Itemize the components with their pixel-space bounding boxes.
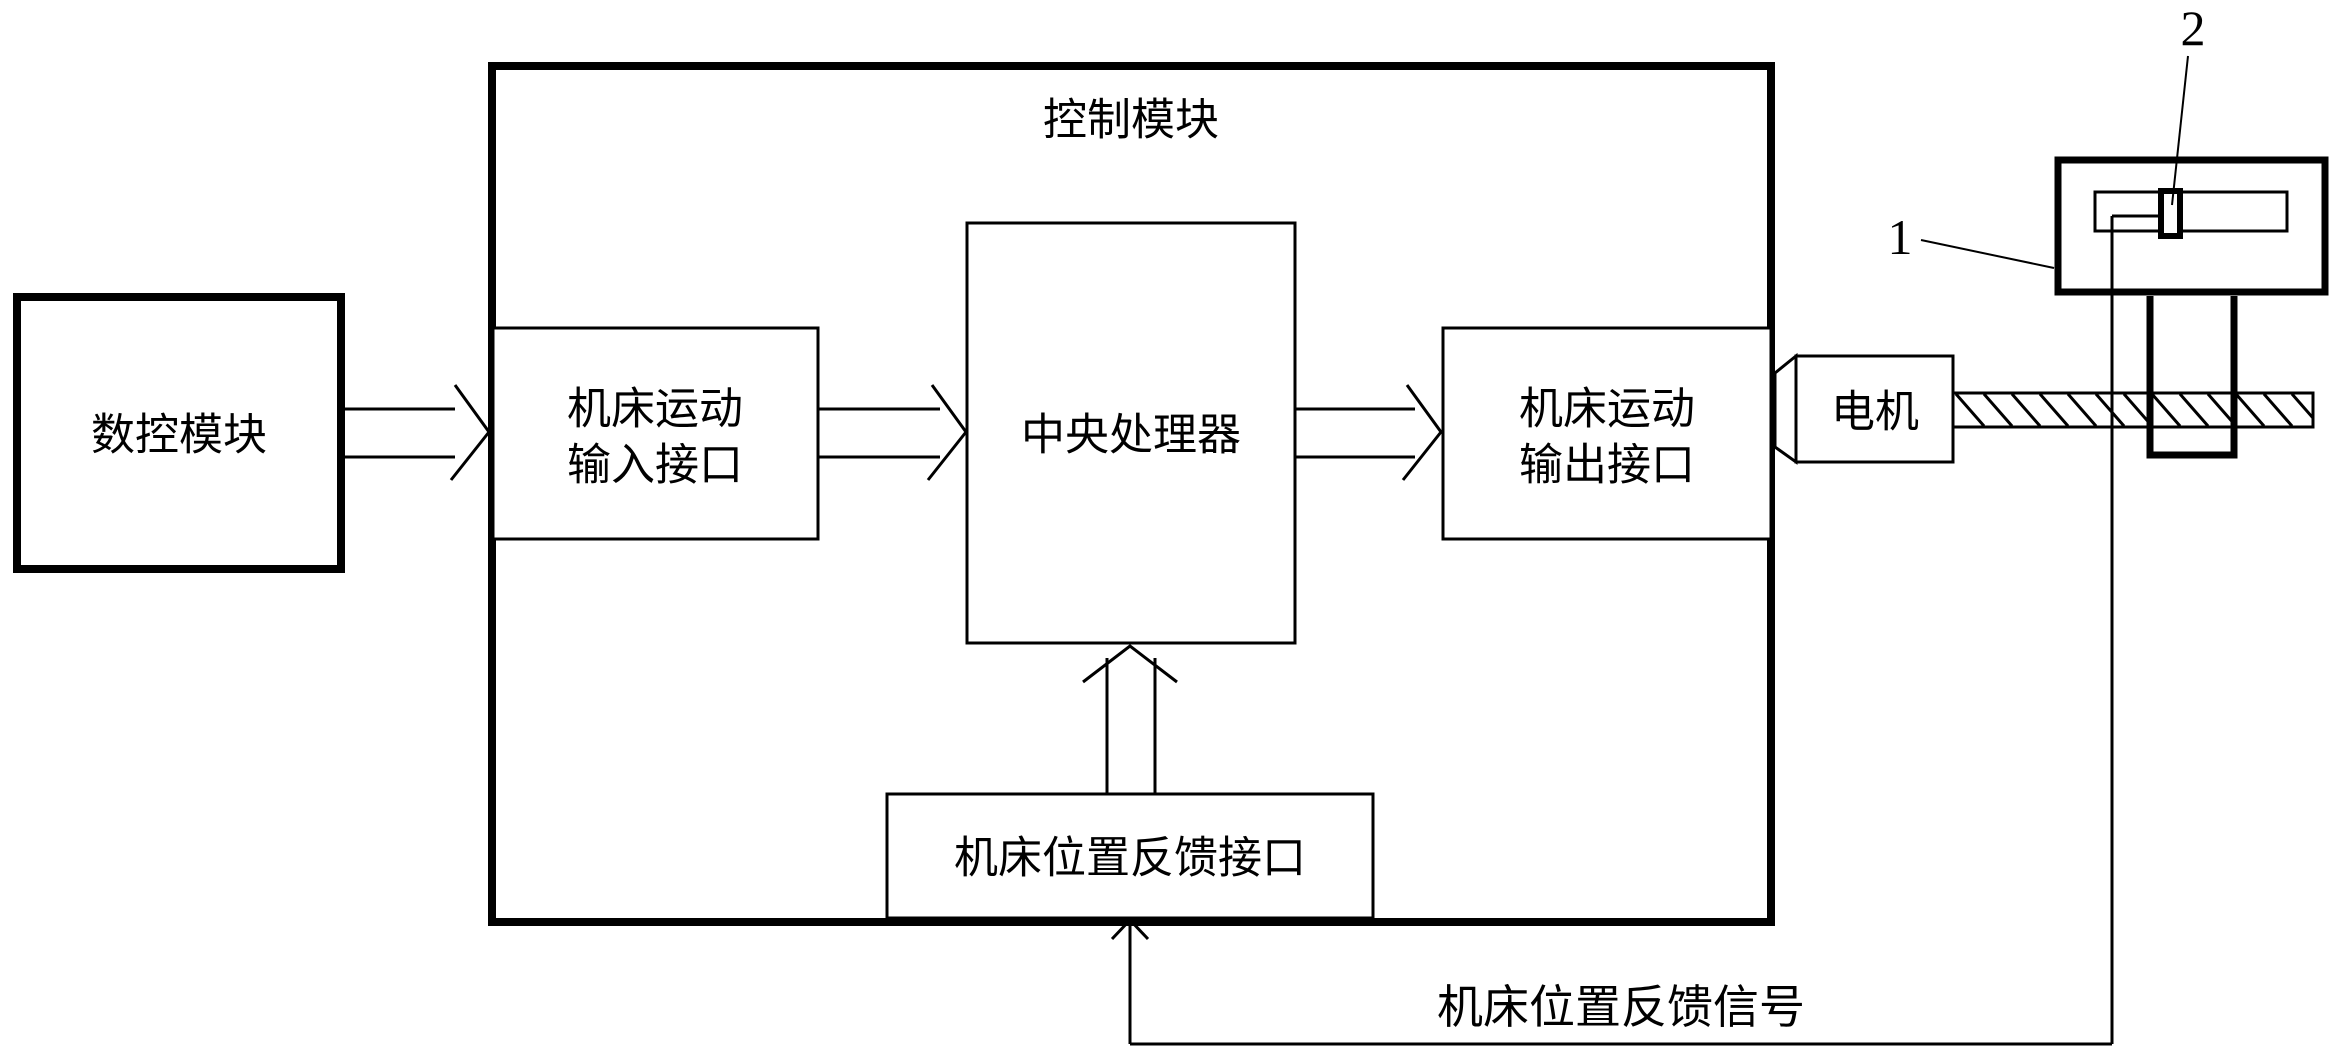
ref-2-label: 2 [2181, 0, 2206, 56]
feedback-interface-box [885, 792, 1375, 920]
input-interface-label-line1: 机床运动 [567, 385, 743, 434]
bus-arrow-feedback-to-cpu [1082, 644, 1178, 794]
bus-arrow-cpu-to-output [1295, 384, 1443, 481]
screw-nut [2146, 296, 2238, 459]
input-interface-label-line2: 输入接口 [567, 441, 743, 490]
feedback-interface-label: 机床位置反馈接口 [954, 834, 1306, 883]
motor-label: 电机 [1831, 388, 1919, 437]
feedback-signal-path [1110, 214, 2160, 1046]
control-module-title: 控制模块 [1043, 96, 1219, 145]
output-interface-label-line1: 机床运动 [1519, 385, 1695, 434]
bus-arrow-input-to-cpu [818, 384, 968, 481]
cpu-box [965, 221, 1297, 645]
linear-scale [2093, 190, 2289, 233]
cpu-label: 中央处理器 [1021, 411, 1241, 460]
input-interface-box [491, 326, 820, 541]
arrowhead-right-icon [449, 384, 491, 481]
ref-1-leader-line [1920, 239, 2055, 269]
arrowhead-up-icon [1082, 644, 1178, 684]
arrowhead-right-icon [1401, 384, 1443, 481]
ref-2-callout: 2 [2171, 0, 2206, 206]
ref-2-leader-line [2171, 55, 2189, 206]
ref-1-label: 1 [1888, 209, 1913, 265]
nc-module-box [13, 293, 345, 573]
feedback-signal-label: 机床位置反馈信号 [1437, 981, 1805, 1033]
arrowhead-right-icon [926, 384, 968, 481]
ball-screw-rod [1951, 391, 2315, 429]
output-interface-box [1441, 326, 1773, 541]
nc-module-label: 数控模块 [91, 411, 267, 460]
arrowhead-up-icon [1110, 917, 1150, 941]
motor-coupling [1773, 352, 1798, 465]
motor-box [1794, 354, 1955, 464]
bus-arrow-nc-to-input [345, 384, 491, 481]
output-interface-label-line2: 输出接口 [1519, 441, 1695, 490]
ref-1-callout: 1 [1888, 209, 2055, 269]
read-head [2158, 188, 2183, 239]
